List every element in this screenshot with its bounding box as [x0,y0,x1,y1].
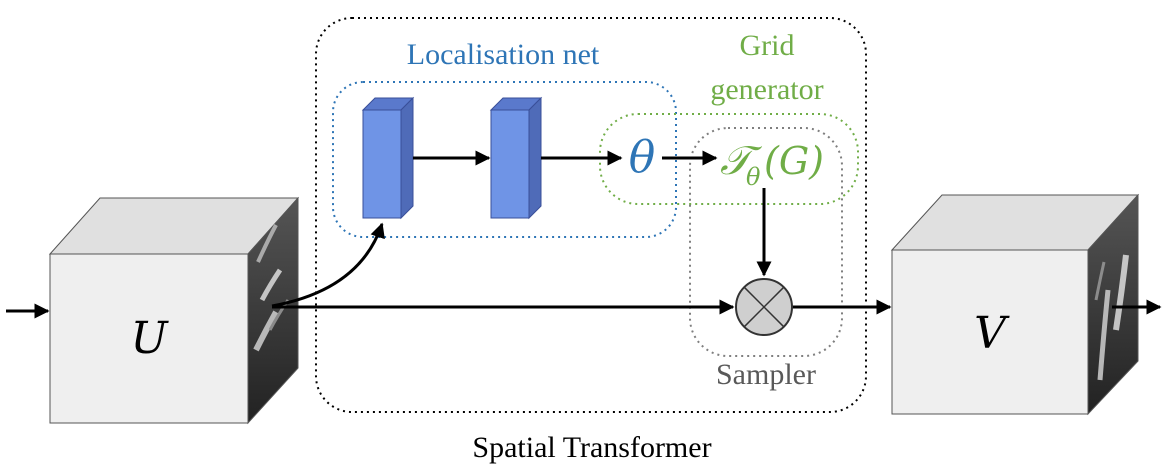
localisation-layer-1 [361,96,415,220]
theta-symbol: θ [629,132,656,183]
grid-generator-boundary [599,113,859,205]
output-feature-map-cube: V [890,193,1140,416]
input-to-localisation-arrow [271,222,385,308]
output-cube-front [891,249,1089,415]
transform-subscript: θ [746,163,761,191]
localisation-net-boundary [332,81,677,238]
sampler-node [735,278,793,336]
output-cube-side-pattern [1094,254,1129,381]
sampler-boundary [689,127,843,357]
output-symbol: V [974,308,1010,359]
transform-expression: 𝒯 θ (G) [720,138,824,191]
spatial-transformer-boundary [315,17,867,413]
grid-generator-label-line2: generator [710,73,823,106]
input-cube-front [49,253,249,424]
localisation-layer-2 [489,96,543,220]
input-feature-map-cube: U [48,196,300,425]
flow-arrows [6,150,1162,319]
transform-argument: (G) [764,139,824,183]
sampler-label: Sampler [716,358,816,391]
spatial-transformer-label: Spatial Transformer [472,431,711,464]
input-cube-side-pattern [253,224,290,352]
localisation-net-label: Localisation net [407,38,600,71]
input-symbol: U [130,313,169,364]
grid-generator-label-line1: Grid [740,29,795,62]
